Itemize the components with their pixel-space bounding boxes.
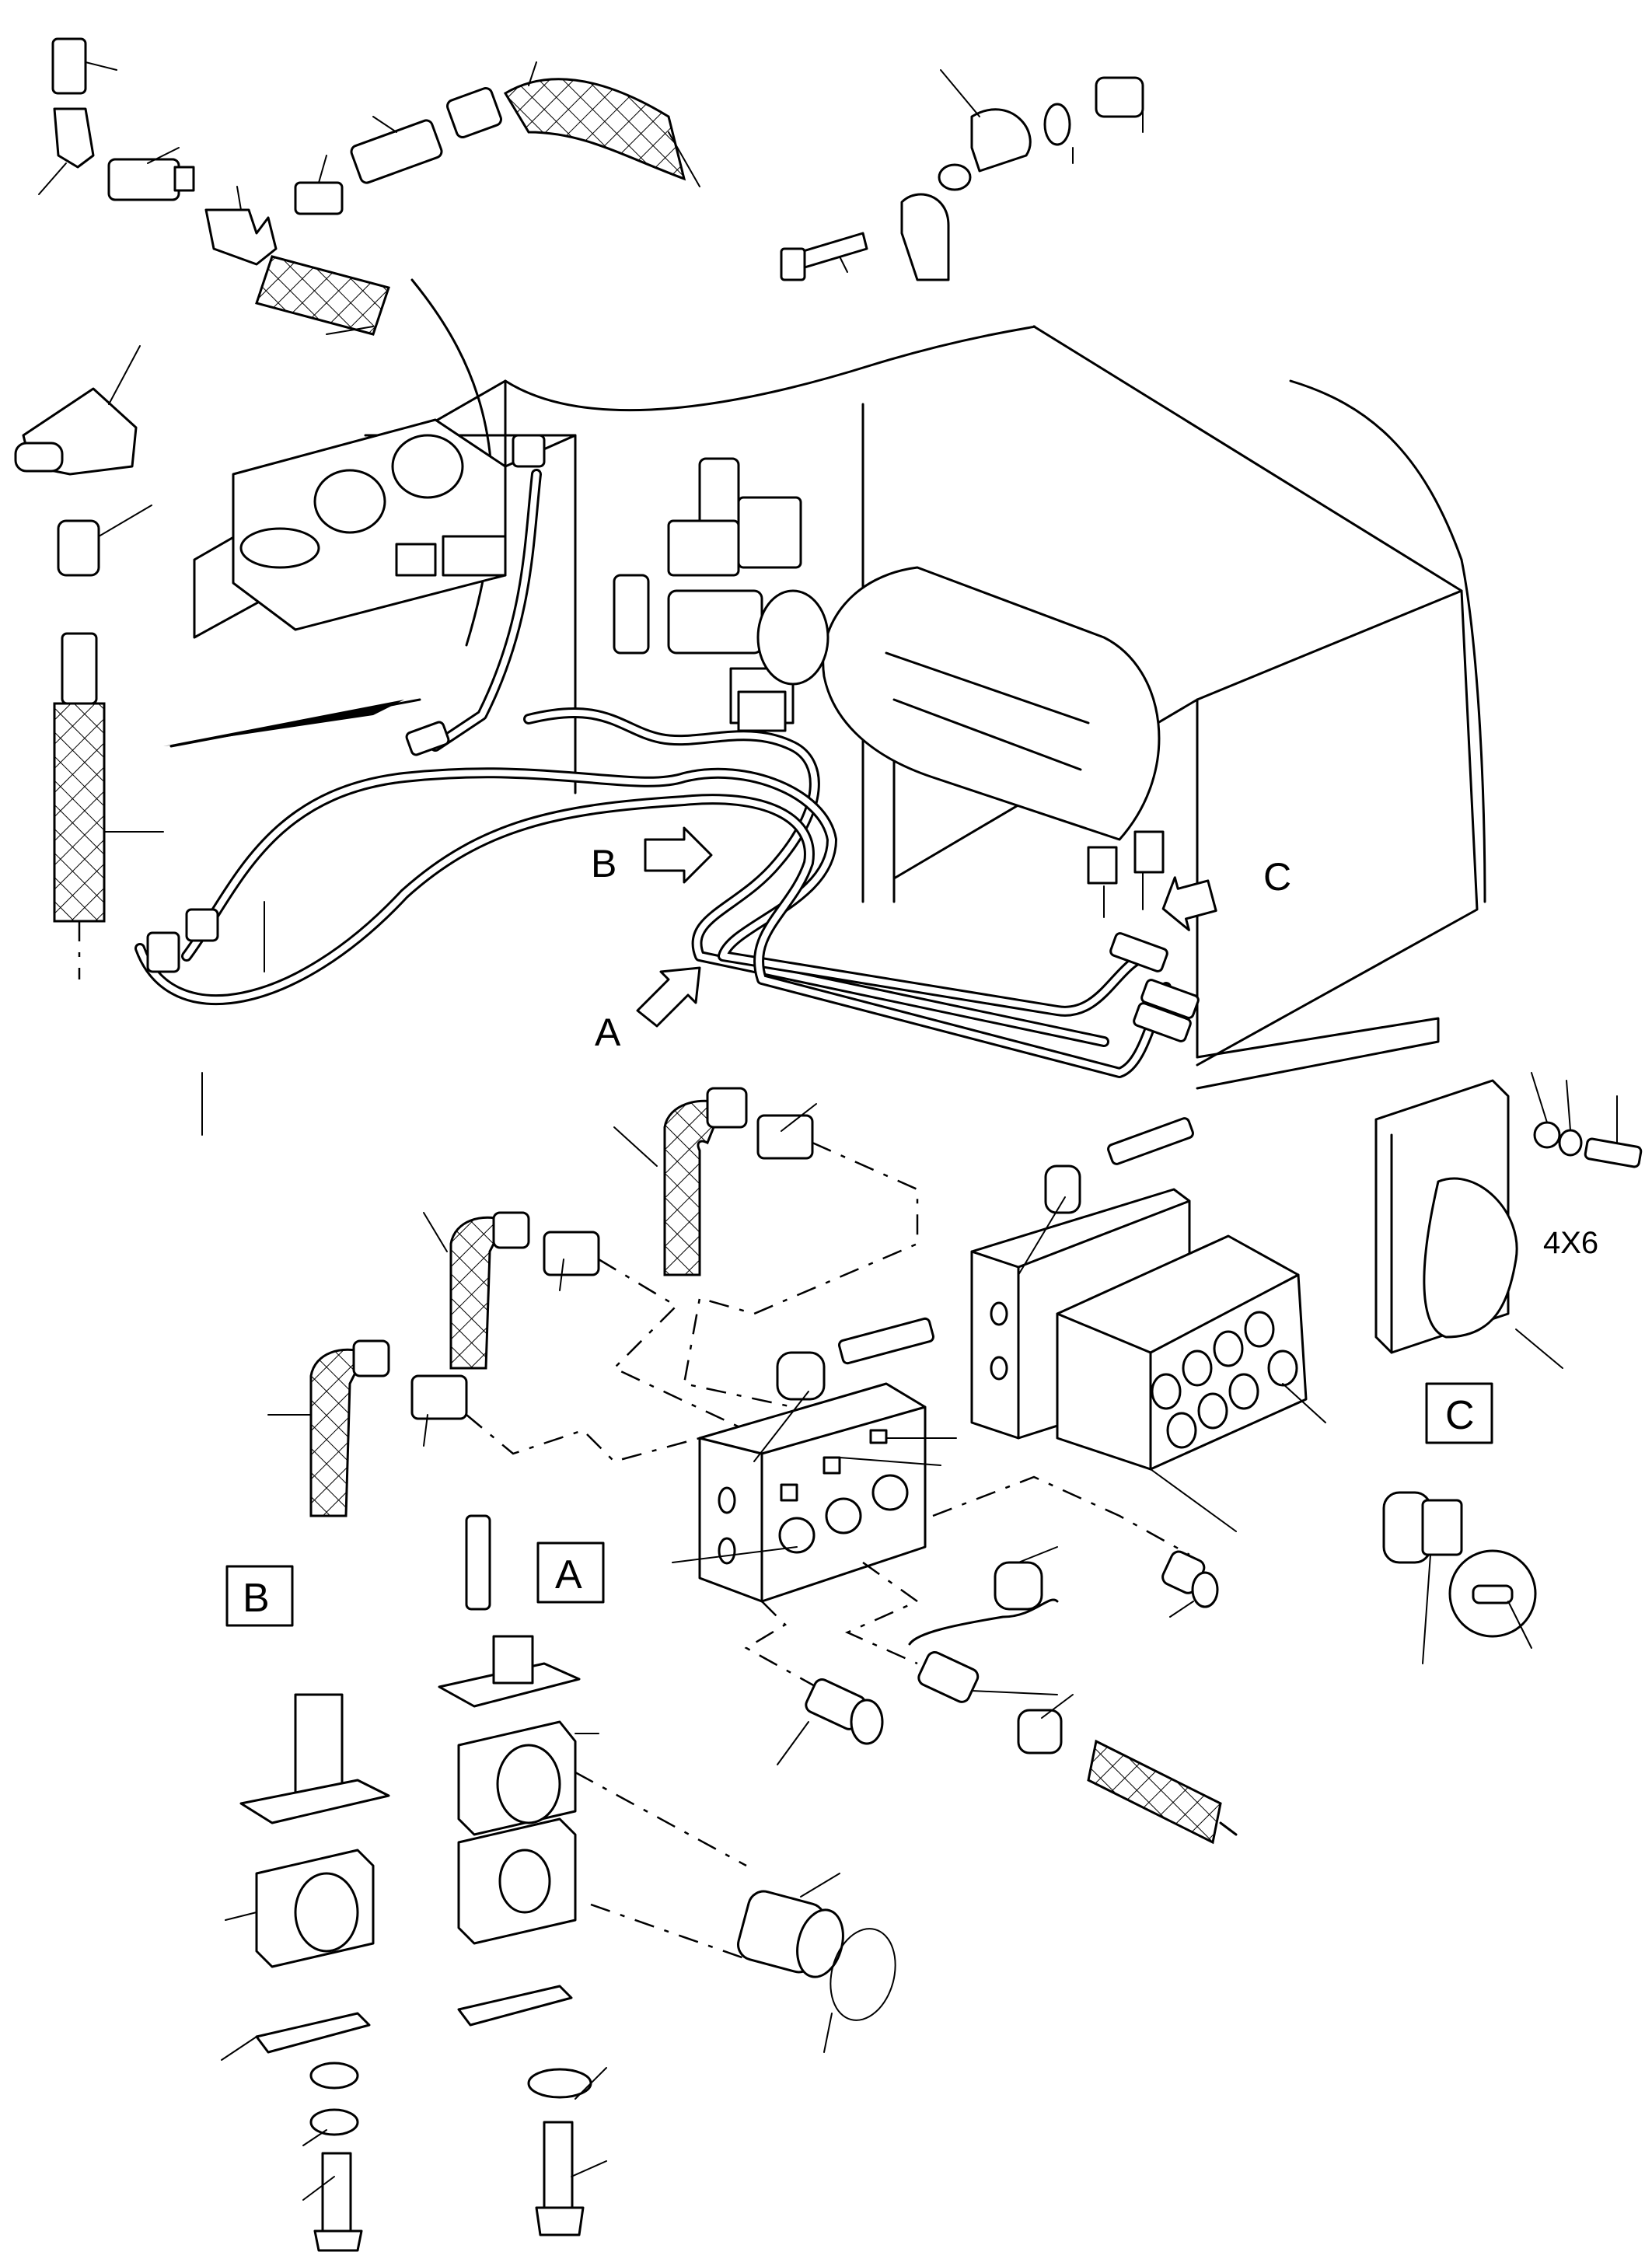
view-arrow-label-c: C (1263, 855, 1291, 899)
view-c-label-box (1425, 1382, 1493, 1444)
hydraulic-lines (134, 434, 1200, 1136)
view-a-label: A (555, 1552, 582, 1597)
clamp-detail-a: A (438, 1514, 747, 2236)
view-b-label-box (225, 1565, 294, 1627)
clamp-assembly-top-right (780, 69, 1144, 281)
left-hose-assembly (14, 345, 164, 979)
bushing-and-ring (737, 1873, 896, 2053)
view-arrows: B A C (591, 826, 1291, 1054)
connector-housing-c: 4X6 C (1374, 1072, 1643, 1444)
motor-cylinder (822, 566, 1165, 918)
pump-assembly (613, 457, 829, 732)
view-arrow-label-a: A (595, 1011, 621, 1054)
view-a-label-box (536, 1541, 605, 1604)
junction-boxes (970, 1117, 1326, 1532)
view-c-label: C (1445, 1393, 1475, 1438)
clamp-detail-b: B (221, 1565, 390, 2252)
plug-detail (1382, 1491, 1537, 1664)
manifold-hoses (267, 1087, 919, 1517)
view-arrow-label-b: B (591, 842, 616, 885)
view-b-label: B (243, 1576, 270, 1621)
quick-couplings (777, 1546, 1238, 1845)
manifold-block (672, 1317, 1190, 1688)
quantity-note: 4X6 (1543, 1226, 1598, 1260)
tank-block-top-left (232, 418, 507, 631)
fitting-chain-top-left (38, 37, 700, 336)
